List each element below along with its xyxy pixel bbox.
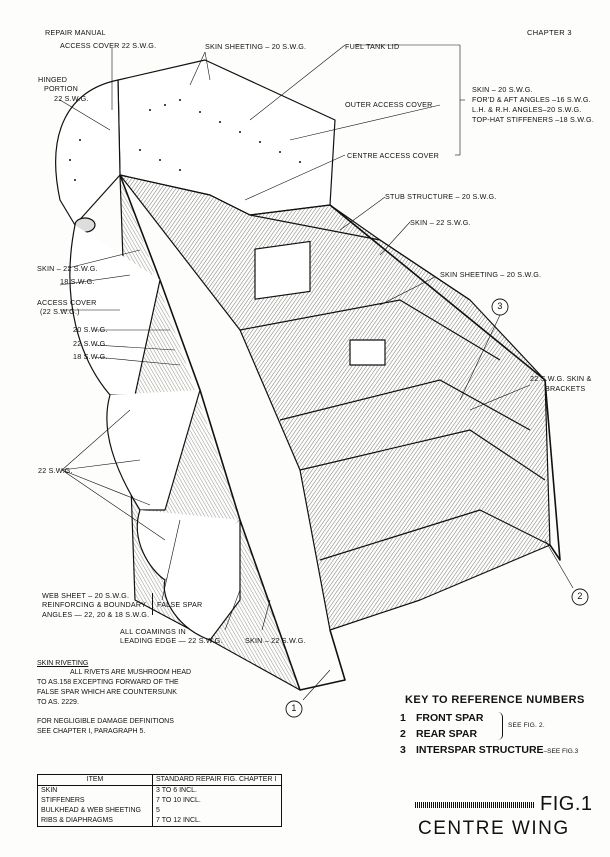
fuel-tank-lid-label: FUEL TANK LID (345, 42, 400, 51)
table-header-row: ITEM STANDARD REPAIR FIG. CHAPTER I (37, 774, 282, 786)
swg-20-label: 20 S.W.G. (73, 325, 108, 334)
false-spar-bracket (152, 593, 153, 615)
rear-spar (329, 204, 561, 561)
table-cell: SKIN (37, 785, 153, 796)
key-item-1-label: FRONT SPAR (416, 712, 484, 724)
ref-circle-3 (491, 298, 509, 316)
repair-table: ITEM STANDARD REPAIR FIG. CHAPTER I SKIN… (37, 774, 282, 827)
angles-label: ANGLES — 22, 20 & 18 S.W.G. (42, 610, 150, 619)
coamings-label-1: ALL COAMINGS IN (120, 627, 186, 636)
skin-sheeting-mid-label: SKIN SHEETING – 20 S.W.G. (440, 270, 542, 279)
stub-structure-label: STUB STRUCTURE – 20 S.W.G. (385, 192, 497, 201)
key-item-1: 1 FRONT SPAR (400, 712, 483, 724)
figure-title: CENTRE WING (418, 818, 570, 839)
key-title: KEY TO REFERENCE NUMBERS (405, 694, 585, 706)
web-sheet-label: WEB SHEET – 20 S.W.G. (42, 591, 130, 600)
table-row: RIBS & DIAPHRAGMS 7 TO 12 INCL. (37, 816, 282, 827)
cover-spec-1: SKIN – 20 S.W.G. (472, 85, 533, 94)
key-item-3-number: 3 (400, 744, 406, 756)
figure-rule (415, 802, 535, 808)
false-spar-label: FALSE SPAR (157, 600, 203, 609)
ref-number-3: 3 (497, 301, 503, 311)
riveting-line-1: ALL RIVETS ARE MUSHROOM HEAD (70, 669, 192, 676)
interspar-rib-3 (279, 379, 531, 431)
riveting-line-2: TO AS.158 EXCEPTING FORWARD OF THE (37, 679, 179, 686)
table-cell: 3 TO 6 INCL. (152, 785, 282, 796)
key-item-2-number: 2 (400, 728, 406, 740)
repair-manual-label: REPAIR MANUAL (45, 28, 106, 37)
access-cover-left-swg-label: (22 S.W.G.) (40, 307, 80, 316)
swg-18-b-label: 18 S.W.G. (73, 352, 108, 361)
centre-access-cover-label: CENTRE ACCESS COVER (347, 151, 440, 160)
key-item-2: 2 REAR SPAR (400, 728, 477, 740)
skin-22-bottom-label: SKIN – 22 S.W.G. (245, 636, 306, 645)
figure-number: FIG.1 (540, 793, 593, 815)
skin-sheeting-top-label: SKIN SHEETING – 20 S.W.G. (205, 42, 307, 51)
swg-22-label: 22 S.W.G. (73, 339, 108, 348)
table-row: STIFFENERS 7 TO 10 INCL. (37, 796, 282, 806)
swg-22-ribs-label: 22 S.W.G. (38, 466, 73, 475)
table-cell: BULKHEAD & WEB SHEETING (37, 806, 153, 816)
table-header-item: ITEM (37, 774, 153, 786)
riveting-line-4: TO AS. 2229. (37, 699, 79, 706)
ref-number-2: 2 (577, 591, 583, 601)
coamings-label-2: LEADING EDGE — 22 S.W.G. (120, 636, 223, 645)
damage-line-1: FOR NEGLIGIBLE DAMAGE DEFINITIONS (37, 718, 174, 725)
damage-line-2: SEE CHAPTER I, PARAGRAPH 5. (37, 728, 146, 735)
leading-edge-upper (55, 79, 121, 226)
cover-spec-4: TOP-HAT STIFFENERS –18 S.W.G. (472, 115, 595, 124)
chapter-label: CHAPTER 3 (527, 28, 572, 37)
swg-18-a-label: 18 S.W.G. (60, 277, 95, 286)
skin-22-right-label: SKIN – 22 S.W.G. (410, 218, 471, 227)
reinforcing-label: REINFORCING & BOUNDARY (42, 600, 147, 609)
interspar-rib-4 (299, 429, 546, 481)
table-row: SKIN 3 TO 6 INCL. (37, 785, 282, 796)
key-item-3-label: INTERSPAR STRUCTURE (416, 744, 544, 756)
portion-swg-label: 22 S.W.G. (54, 94, 89, 103)
riveting-title: SKIN RIVETING (37, 660, 89, 667)
interspar-rib-5 (319, 509, 551, 561)
key-see-fig2: SEE FIG. 2. (508, 722, 545, 729)
table-cell: STIFFENERS (37, 796, 153, 806)
table-header-repair: STANDARD REPAIR FIG. CHAPTER I (152, 774, 282, 786)
ref-circle-2 (571, 588, 589, 606)
skin-22-left-label: SKIN – 22 S.W.G. (37, 264, 98, 273)
key-see-fig3: –SEE FIG.3 (543, 748, 579, 755)
key-brace (498, 712, 503, 740)
cover-spec-2: FOR'D & AFT ANGLES –16 S.W.G. (472, 95, 591, 104)
skin-brackets-label-1: 22 S.W.G. SKIN & (530, 374, 592, 383)
access-cover-label: ACCESS COVER 22 S.W.G. (60, 41, 157, 50)
fuel-tank-lid (254, 240, 311, 300)
key-item-2-label: REAR SPAR (416, 728, 478, 740)
table-cell: 7 TO 12 INCL. (152, 816, 282, 827)
hinged-label: HINGED (38, 75, 68, 84)
ref-number-1: 1 (291, 703, 297, 713)
table-cell: 5 (152, 806, 282, 816)
key-item-1-number: 1 (400, 712, 406, 724)
table-row: BULKHEAD & WEB SHEETING 5 (37, 806, 282, 816)
table-cell: RIBS & DIAPHRAGMS (37, 816, 153, 827)
riveting-line-3: FALSE SPAR WHICH ARE COUNTERSUNK (37, 689, 177, 696)
interspar-rib-2 (239, 299, 501, 361)
interspar-rib-1 (249, 214, 471, 301)
stub-cover (349, 339, 386, 366)
cover-spec-3: L.H. & R.H. ANGLES–20 S.W.G. (472, 105, 582, 114)
le-rib-3 (136, 509, 241, 581)
outer-access-cover-label: OUTER ACCESS COVER (345, 100, 433, 109)
portion-label: PORTION (44, 84, 79, 93)
le-rib-2 (106, 389, 201, 511)
ref-circle-1 (285, 700, 303, 718)
table-cell: 7 TO 10 INCL. (152, 796, 282, 806)
key-item-3: 3 INTERSPAR STRUCTURE–SEE FIG.3 (400, 744, 578, 756)
skin-brackets-label-2: BRACKETS (545, 384, 586, 393)
access-cover-left-label: ACCESS COVER (37, 298, 97, 307)
